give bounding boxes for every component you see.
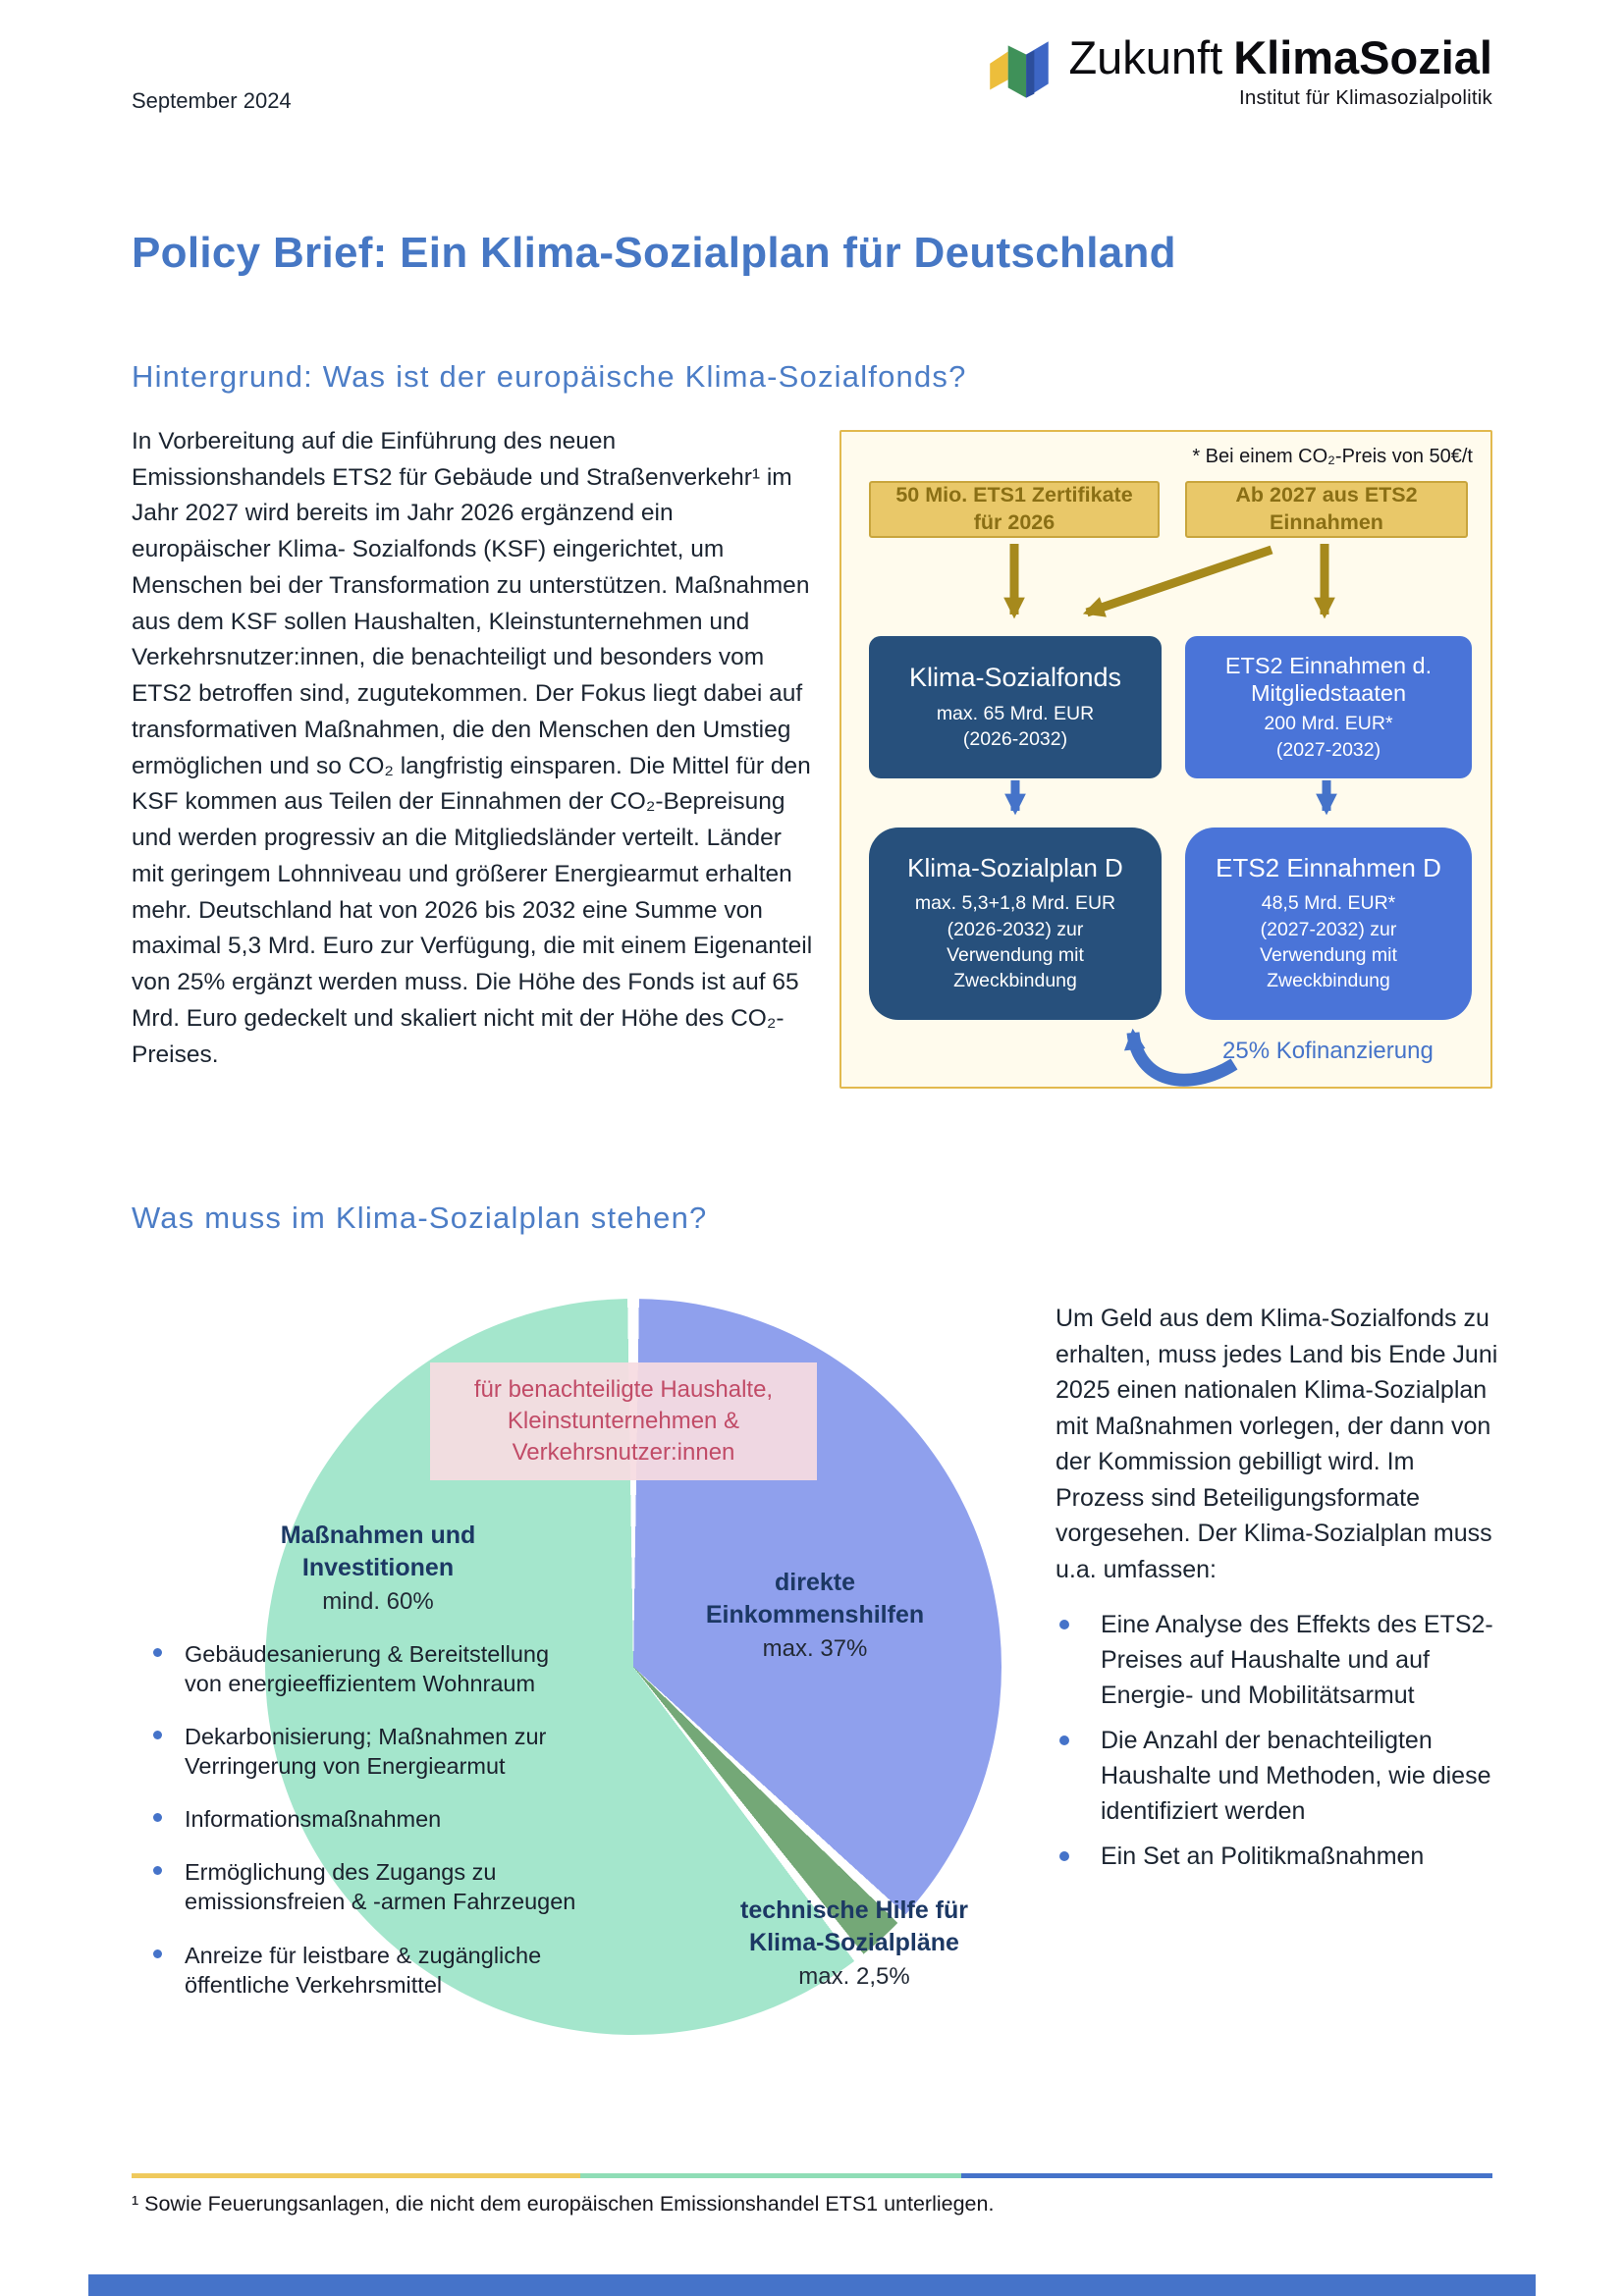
cofinancing-label: 25% Kofinanzierung	[1222, 1037, 1434, 1064]
footnote: ¹ Sowie Feuerungsanlagen, die nicht dem …	[132, 2192, 995, 2216]
box-details: max. 5,3+1,8 Mrd. EUR (2026-2032) zur Ve…	[914, 892, 1116, 992]
section-heading-background: Hintergrund: Was ist der europäische Kli…	[132, 358, 967, 394]
klima-sozialplan-d-box: Klima-Sozialplan D max. 5,3+1,8 Mrd. EUR…	[869, 827, 1162, 1020]
box-title: Klima-Sozialfonds	[908, 663, 1122, 693]
list-item: Informationsmaßnahmen	[147, 1804, 589, 1834]
brand-word-light: Zukunft	[1068, 31, 1223, 83]
stripe-blue-segment	[961, 2173, 1492, 2178]
plan-intro-text: Um Geld aus dem Klima-Sozialfonds zu erh…	[1056, 1305, 1498, 1583]
plan-section: für benachteiligte Haushalte, Kleinstunt…	[132, 1245, 1497, 2167]
klima-sozialfonds-box: Klima-Sozialfonds max. 65 Mrd. EUR (2026…	[869, 635, 1162, 778]
brand-word-bold: KlimaSozial	[1233, 31, 1492, 83]
slice-label: technische Hilfe für Klima-Sozialpläne	[740, 1896, 968, 1956]
section-heading-plan: Was muss im Klima-Sozialplan stehen?	[132, 1201, 708, 1235]
plan-right-column: Um Geld aus dem Klima-Sozialfonds zu erh…	[1056, 1301, 1509, 1884]
stripe-yellow-segment	[132, 2173, 581, 2178]
pie-callout-beneficiaries: für benachteiligte Haushalte, Kleinstunt…	[430, 1362, 817, 1480]
bottom-bar	[88, 2274, 1536, 2296]
box-title: ETS2 Einnahmen d. Mitgliedstaaten	[1224, 652, 1433, 707]
ets1-certificates-box: 50 Mio. ETS1 Zertifikate für 2026	[869, 480, 1160, 538]
list-item: Ermöglichung des Zugangs zu emissionsfre…	[147, 1857, 589, 1916]
list-item: Ein Set an Politikmaßnahmen	[1056, 1839, 1509, 1874]
brand-subtitle: Institut für Klimasozialpolitik	[1239, 86, 1492, 110]
plan-requirements-list: Eine Analyse des Effekts des ETS2-Preise…	[1056, 1607, 1509, 1874]
list-item: Die Anzahl der benachteiligten Haushalte…	[1056, 1723, 1509, 1829]
background-section: * Bei einem CO₂-Preis von 50€/t 50 Mio. …	[132, 424, 1492, 1089]
list-item: Gebäudesanierung & Bereitstellung von en…	[147, 1639, 589, 1698]
slice-value: max. 37%	[762, 1635, 868, 1662]
box-details: max. 65 Mrd. EUR (2026-2032)	[936, 702, 1095, 751]
ets2-revenue-source-box: Ab 2027 aus ETS2 Einnahmen	[1185, 480, 1468, 538]
box-details: 200 Mrd. EUR* (2027-2032)	[1264, 713, 1393, 761]
ets2-einnahmen-d-box: ETS2 Einnahmen D 48,5 Mrd. EUR* (2027-20…	[1185, 827, 1472, 1020]
slice-value: max. 2,5%	[798, 1963, 910, 1990]
funds-flow-diagram: * Bei einem CO₂-Preis von 50€/t 50 Mio. …	[839, 429, 1492, 1089]
slice-label: direkte Einkommenshilfen	[705, 1569, 925, 1629]
slice-value: mind. 60%	[322, 1588, 434, 1615]
list-item: Dekarbonisierung; Maßnahmen zur Verringe…	[147, 1722, 589, 1781]
pie-label-measures: Maßnahmen und Investitionen mind. 60%	[241, 1520, 515, 1616]
box-details: 48,5 Mrd. EUR* (2027-2032) zur Verwendun…	[1260, 892, 1397, 992]
slice-label: Maßnahmen und Investitionen	[280, 1522, 476, 1581]
footer-stripe	[132, 2173, 1492, 2178]
box-title: Klima-Sozialplan D	[907, 853, 1123, 883]
list-item: Anreize für leistbare & zugängliche öffe…	[147, 1941, 589, 2000]
list-item: Eine Analyse des Effekts des ETS2-Preise…	[1056, 1607, 1509, 1713]
pie-label-income-support: direkte Einkommenshilfen max. 37%	[668, 1567, 962, 1663]
page-title: Policy Brief: Ein Klima-Sozialplan für D…	[132, 229, 1176, 277]
background-body-text: In Vorbereitung auf die Einführung des n…	[132, 427, 813, 1068]
pie-label-technical-help: technische Hilfe für Klima-Sozialpläne m…	[687, 1895, 1021, 1991]
issue-date: September 2024	[132, 88, 292, 113]
brand-icon	[990, 41, 1050, 98]
measures-list: Gebäudesanierung & Bereitstellung von en…	[147, 1639, 589, 2023]
box-title: ETS2 Einnahmen D	[1216, 853, 1441, 883]
stripe-green-segment	[580, 2173, 962, 2178]
ets2-member-states-box: ETS2 Einnahmen d. Mitgliedstaaten 200 Mr…	[1185, 635, 1472, 778]
diagram-note: * Bei einem CO₂-Preis von 50€/t	[1192, 445, 1473, 467]
